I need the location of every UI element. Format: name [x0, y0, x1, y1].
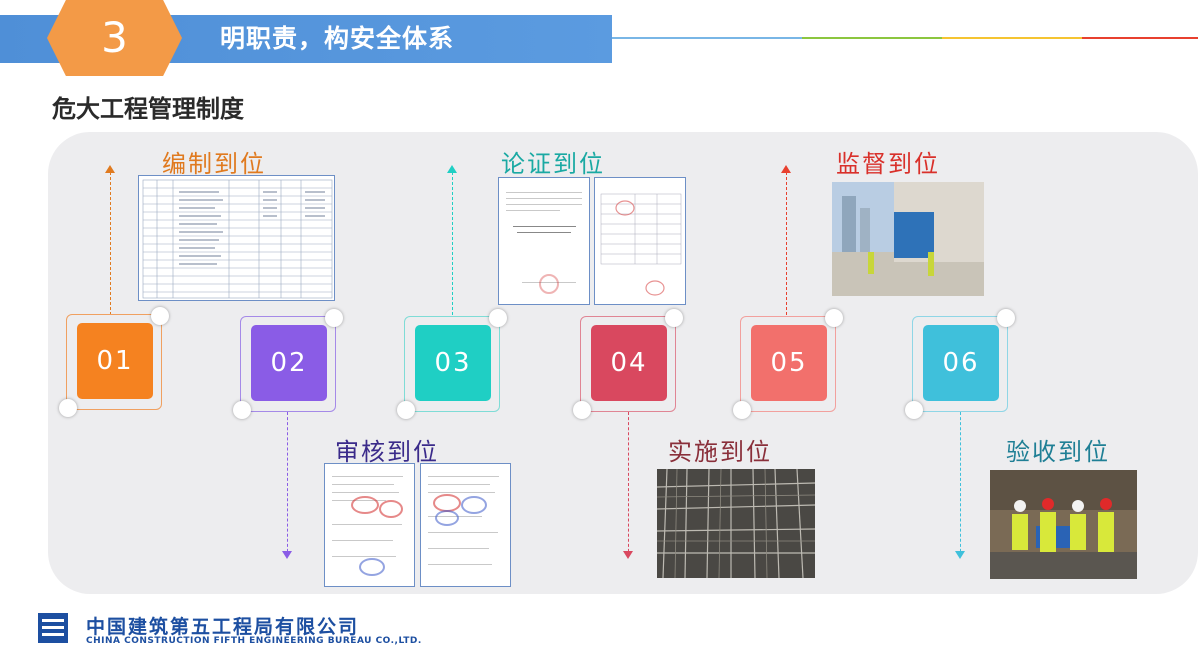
step-number-06: 06: [923, 325, 999, 401]
arrow-up-01: [105, 165, 115, 315]
step-knob: [151, 307, 169, 325]
preparation-form-image: [138, 175, 335, 301]
argumentation-report-image-1: [498, 177, 590, 305]
company-logo: [38, 613, 68, 643]
scaffold-construction-photo: [657, 469, 815, 578]
step-box-06: 06: [905, 309, 1015, 419]
step-box-04: 04: [573, 309, 683, 419]
step-knob: [573, 401, 591, 419]
step-knob: [233, 401, 251, 419]
step-box-02: 02: [233, 309, 343, 419]
step-box-05: 05: [733, 309, 843, 419]
arrow-down-04: [623, 412, 633, 559]
step-box-03: 03: [397, 309, 507, 419]
acceptance-team-photo: [990, 470, 1137, 579]
header-line-green: [802, 37, 942, 39]
step-knob: [489, 309, 507, 327]
step-number-02: 02: [251, 325, 327, 401]
arrow-down-06: [955, 412, 965, 559]
team-photo-graphic: [990, 470, 1137, 579]
form-table-graphic: [142, 179, 333, 299]
red-stamp: [351, 496, 379, 514]
header-line-blue: [612, 37, 802, 39]
step-knob: [397, 401, 415, 419]
red-stamp: [539, 274, 559, 294]
company-name-cn: 中国建筑第五工程局有限公司: [86, 616, 360, 638]
step-knob: [59, 399, 77, 417]
arrow-up-03: [447, 165, 457, 315]
step-knob: [733, 401, 751, 419]
step-label-04: 实施到位: [668, 438, 772, 466]
step-knob: [325, 309, 343, 327]
header-title: 明职责，构安全体系: [220, 24, 455, 53]
red-stamp: [379, 500, 403, 518]
arrow-up-05: [781, 165, 791, 315]
argumentation-report-image-2: [594, 177, 686, 305]
section-number-badge: 3: [47, 0, 182, 76]
review-document-image-1: [324, 463, 415, 587]
blue-stamp: [461, 496, 487, 514]
step-knob: [997, 309, 1015, 327]
header-line-yellow: [942, 37, 1082, 39]
step-label-02: 审核到位: [335, 438, 439, 466]
step-number-04: 04: [591, 325, 667, 401]
step-knob: [665, 309, 683, 327]
step-label-03: 论证到位: [501, 150, 605, 178]
step-label-06: 验收到位: [1006, 438, 1110, 466]
arrow-down-02: [282, 412, 292, 559]
site-photo-graphic: [832, 182, 984, 296]
company-name-en: CHINA CONSTRUCTION FIFTH ENGINEERING BUR…: [86, 636, 422, 646]
blue-stamp: [359, 558, 385, 576]
step-number-05: 05: [751, 325, 827, 401]
supervision-site-photo: [832, 182, 984, 296]
review-document-image-2: [420, 463, 511, 587]
section-title: 危大工程管理制度: [52, 95, 244, 123]
step-number-03: 03: [415, 325, 491, 401]
step-knob: [905, 401, 923, 419]
step-label-01: 编制到位: [162, 150, 266, 178]
step-label-05: 监督到位: [836, 150, 940, 178]
scaffold-graphic: [657, 469, 815, 578]
header-line-red: [1082, 37, 1198, 39]
report-table-graphic: [600, 193, 682, 296]
step-knob: [825, 309, 843, 327]
blue-stamp: [435, 510, 459, 526]
step-number-01: 01: [77, 323, 153, 399]
step-box-01: 01: [59, 307, 169, 417]
